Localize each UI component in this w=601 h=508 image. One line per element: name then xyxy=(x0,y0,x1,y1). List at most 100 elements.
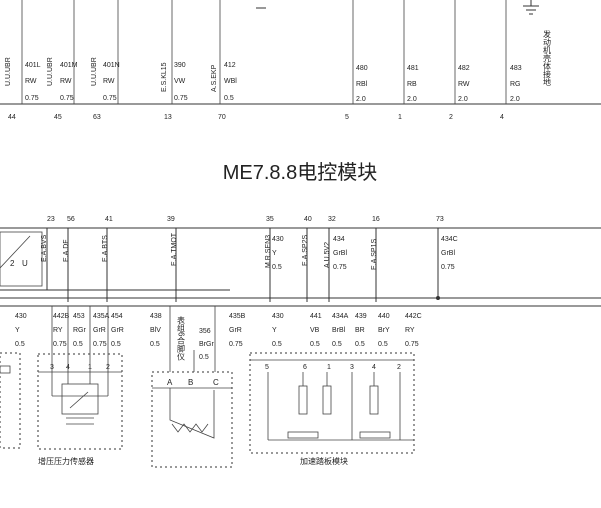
svg-text:0.5: 0.5 xyxy=(73,341,83,348)
module-pins: 23 E.A.BVS 56 E.A.DF 41 E.A.BTS 39 E.A.T… xyxy=(41,216,444,270)
top-right-wire-pin: 5 xyxy=(345,114,349,121)
svg-text:0.75: 0.75 xyxy=(405,341,419,348)
pin-number: 23 xyxy=(47,216,55,223)
svg-text:440: 440 xyxy=(378,313,390,320)
svg-text:434C: 434C xyxy=(441,236,458,243)
svg-text:0.5: 0.5 xyxy=(272,264,282,271)
svg-text:4: 4 xyxy=(372,364,376,371)
svg-text:5: 5 xyxy=(265,364,269,371)
pin-signal: M.R.SEN3 xyxy=(265,235,272,268)
svg-text:435B: 435B xyxy=(229,313,246,320)
top-right-wire-size: 2.0 xyxy=(356,96,366,103)
svg-text:2: 2 xyxy=(10,259,15,268)
svg-text:442B: 442B xyxy=(53,313,70,320)
top-wire-signal: E.S.KL15 xyxy=(161,62,168,92)
pedal-module-label: 加速踏板模块 xyxy=(300,456,348,466)
svg-text:0.5: 0.5 xyxy=(378,341,388,348)
svg-text:441: 441 xyxy=(310,313,322,320)
top-right-wire-code: 481 xyxy=(407,65,419,72)
top-wire-code: 390 xyxy=(174,62,186,69)
svg-text:454: 454 xyxy=(111,313,123,320)
svg-text:0.5: 0.5 xyxy=(310,341,320,348)
svg-text:GrBl: GrBl xyxy=(441,250,455,257)
top-wire-pin: 45 xyxy=(54,114,62,121)
top-wire-color: WBl xyxy=(224,78,237,85)
top-right-wire-code: 480 xyxy=(356,65,368,72)
top-wire-color: RW xyxy=(60,78,72,85)
module-title: ME7.8.8电控模块 xyxy=(223,161,377,184)
pin-signal: A.U.5V2 xyxy=(324,242,331,268)
top-wire-3: E.S.KL15 390 VW 0.75 13 xyxy=(161,62,188,121)
pin-signal: E.A.DF xyxy=(63,239,70,262)
top-wire-size: 0.75 xyxy=(103,95,117,102)
top-wire-signal: U.U.UBR xyxy=(91,57,98,86)
top-right-wire-color: RB xyxy=(407,81,417,88)
svg-text:435A: 435A xyxy=(93,313,110,320)
top-right-wire-2: 482 RW 2.0 2 xyxy=(449,65,470,121)
svg-text:0.5: 0.5 xyxy=(332,341,342,348)
pin-number: 16 xyxy=(372,216,380,223)
svg-text:0.75: 0.75 xyxy=(229,341,243,348)
boost-pressure-sensor: 3 4 1 2 增压压力传感器 xyxy=(37,306,123,466)
top-wire-size: 0.5 xyxy=(224,95,234,102)
svg-text:430: 430 xyxy=(15,313,27,320)
top-wire-pin: 70 xyxy=(218,114,226,121)
svg-text:BrGr: BrGr xyxy=(199,341,214,348)
top-wire-color: RW xyxy=(103,78,115,85)
svg-text:0.5: 0.5 xyxy=(272,341,282,348)
lower-wire-labels: 430 Y 0.5 442B RY 0.75 453 RGr 0.5 435A … xyxy=(15,313,422,361)
top-wire-group xyxy=(21,0,221,104)
pin-number: 40 xyxy=(304,216,312,223)
top-right-wire-pin: 1 xyxy=(398,114,402,121)
pin-number: 32 xyxy=(328,216,336,223)
svg-text:Y: Y xyxy=(272,250,277,257)
svg-text:GrR: GrR xyxy=(93,327,106,334)
svg-text:BrBl: BrBl xyxy=(332,327,346,334)
top-wire-color: RW xyxy=(25,78,37,85)
top-wire-signal: U.U.UBR xyxy=(5,57,12,86)
svg-text:Y: Y xyxy=(272,327,277,334)
svg-text:B: B xyxy=(188,378,193,387)
left-partial-component xyxy=(0,352,21,449)
svg-text:BR: BR xyxy=(355,327,365,334)
coolant-temp-sensor: A B C xyxy=(151,306,233,468)
svg-text:0.5: 0.5 xyxy=(15,341,25,348)
top-right-wire-code: 482 xyxy=(458,65,470,72)
top-right-wire-color: RBl xyxy=(356,81,368,88)
svg-text:U: U xyxy=(22,259,28,268)
svg-text:434: 434 xyxy=(333,236,345,243)
ground-icon xyxy=(523,0,539,15)
svg-text:BlV: BlV xyxy=(150,327,161,334)
top-right-wire-1: 481 RB 2.0 1 xyxy=(398,65,419,121)
svg-text:430: 430 xyxy=(272,236,284,243)
svg-text:VB: VB xyxy=(310,327,320,334)
wire-buses xyxy=(0,289,601,307)
svg-text:0.75: 0.75 xyxy=(53,341,67,348)
pin-signal: E.A.SP2S xyxy=(302,235,309,266)
svg-text:1: 1 xyxy=(327,364,331,371)
svg-text:0.5: 0.5 xyxy=(199,354,209,361)
top-wire-color: VW xyxy=(174,78,186,85)
left-small-component: 2 U xyxy=(0,231,43,287)
pin-spec-434c: 434C GrBl 0.75 xyxy=(441,236,458,271)
top-right-wire-color: RG xyxy=(510,81,521,88)
svg-text:0.75: 0.75 xyxy=(441,264,455,271)
top-wire-1: U.U.UBR 401M RW 0.75 45 xyxy=(47,57,78,121)
top-right-wire-size: 2.0 xyxy=(458,96,468,103)
pin-signal: E.A.SP1S xyxy=(371,239,378,270)
pin-signal: E.A.BTS xyxy=(102,235,109,262)
pin-number: 41 xyxy=(105,216,113,223)
svg-text:GrR: GrR xyxy=(229,327,242,334)
top-right-columns xyxy=(352,0,507,104)
pin-number: 35 xyxy=(266,216,274,223)
svg-text:RY: RY xyxy=(405,327,415,334)
svg-text:GrR: GrR xyxy=(111,327,124,334)
top-bus xyxy=(0,7,601,105)
svg-text:442C: 442C xyxy=(405,313,422,320)
svg-text:C: C xyxy=(213,378,219,387)
svg-text:0.75: 0.75 xyxy=(93,341,107,348)
accelerator-pedal-module: 5 6 1 3 4 2 加速踏板模块 xyxy=(249,352,415,466)
svg-text:434A: 434A xyxy=(332,313,349,320)
pin-number: 73 xyxy=(436,216,444,223)
top-right-wire-pin: 2 xyxy=(449,114,453,121)
